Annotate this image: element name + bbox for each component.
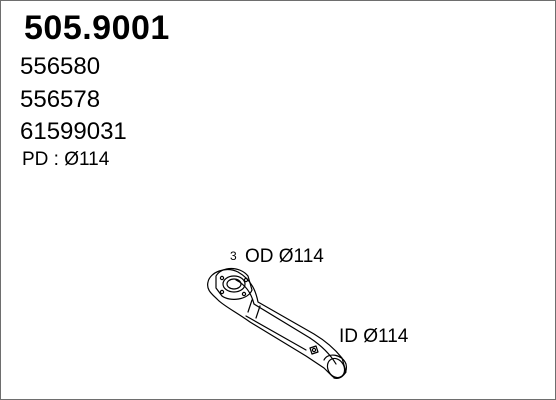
flange-bolt-hole-1 — [219, 275, 225, 281]
flange-bolt-hole-3 — [241, 291, 247, 297]
pipe-rib-2 — [255, 305, 261, 319]
flange-bolt-hole-4 — [219, 289, 225, 295]
pipe-inner-line-mid — [253, 303, 311, 339]
inner-diameter-label: ID Ø114 — [339, 326, 409, 347]
pipe-bend-line — [309, 337, 337, 365]
upper-flange — [215, 267, 253, 300]
flange-callout-number: 3 — [230, 249, 237, 263]
pipe-rib-1 — [247, 299, 253, 313]
sensor-boss — [309, 345, 319, 355]
pipe-inner-line-top — [235, 279, 255, 305]
pipe-body-outline — [207, 269, 347, 379]
flange-opening — [222, 275, 246, 293]
reference-number-3: 61599031 — [20, 118, 127, 145]
exhaust-pipe-drawing — [207, 267, 347, 379]
pipe-diameter-spec: PD : Ø114 — [22, 149, 110, 170]
pipe-inner-line-low — [245, 315, 307, 351]
reference-number-2: 556578 — [20, 86, 101, 113]
part-number-title: 505.9001 — [24, 9, 170, 47]
outer-diameter-label: OD Ø114 — [245, 246, 324, 267]
outlet-opening — [326, 357, 346, 379]
flange-bolt-hole-2 — [243, 277, 249, 283]
flange-opening-inner — [226, 278, 242, 290]
sensor-port — [311, 347, 317, 353]
reference-number-1: 556580 — [20, 53, 101, 80]
